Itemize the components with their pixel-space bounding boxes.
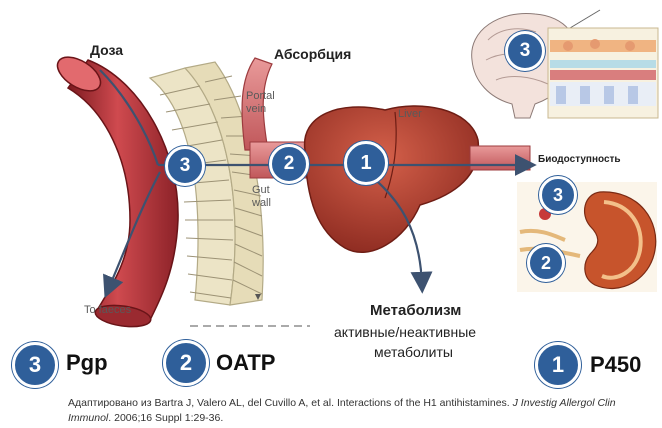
legend-pgp-number: 3 — [12, 342, 58, 388]
citation: Адаптировано из Bartra J, Valero AL, del… — [68, 396, 638, 426]
legend-pgp-label: Pgp — [66, 350, 108, 376]
to-faeces-label: To faeces — [84, 304, 131, 316]
liver-organ — [305, 106, 479, 252]
marker-portal-oatp: 2 — [269, 144, 309, 184]
metabolism-title: Метаболизм — [370, 302, 461, 319]
brain-thumbnail — [472, 10, 658, 118]
marker-brain-pgp: 3 — [505, 31, 545, 71]
absorption-label: Абсорбция — [274, 46, 351, 62]
metabolism-line2: метаболиты — [374, 344, 453, 360]
bioavailability-label: Биодоступность — [538, 154, 621, 165]
dose-label: Доза — [90, 42, 123, 58]
marker-kidney-oatp: 2 — [527, 244, 565, 282]
legend-oatp-label: OATP — [216, 350, 275, 376]
marker-kidney-pgp: 3 — [539, 176, 577, 214]
gut-wall-label: Gut wall — [252, 184, 271, 210]
legend-p450-number: 1 — [535, 342, 581, 388]
citation-rest: . 2006;16 Suppl 1:29-36. — [108, 412, 223, 424]
metabolism-line1: активные/неактивные — [334, 324, 476, 340]
portal-vein-label: Portal vein — [246, 90, 275, 116]
intestine-tube — [52, 50, 178, 330]
legend-oatp-number: 2 — [163, 340, 209, 386]
liver-label: Liver — [398, 108, 422, 120]
hepatic-outflow — [470, 146, 530, 170]
citation-text: Адаптировано из Bartra J, Valero AL, del… — [68, 397, 513, 409]
marker-liver-p450: 1 — [344, 141, 388, 185]
legend-p450-label: P450 — [590, 352, 641, 378]
marker-gut-pgp: 3 — [165, 146, 205, 186]
